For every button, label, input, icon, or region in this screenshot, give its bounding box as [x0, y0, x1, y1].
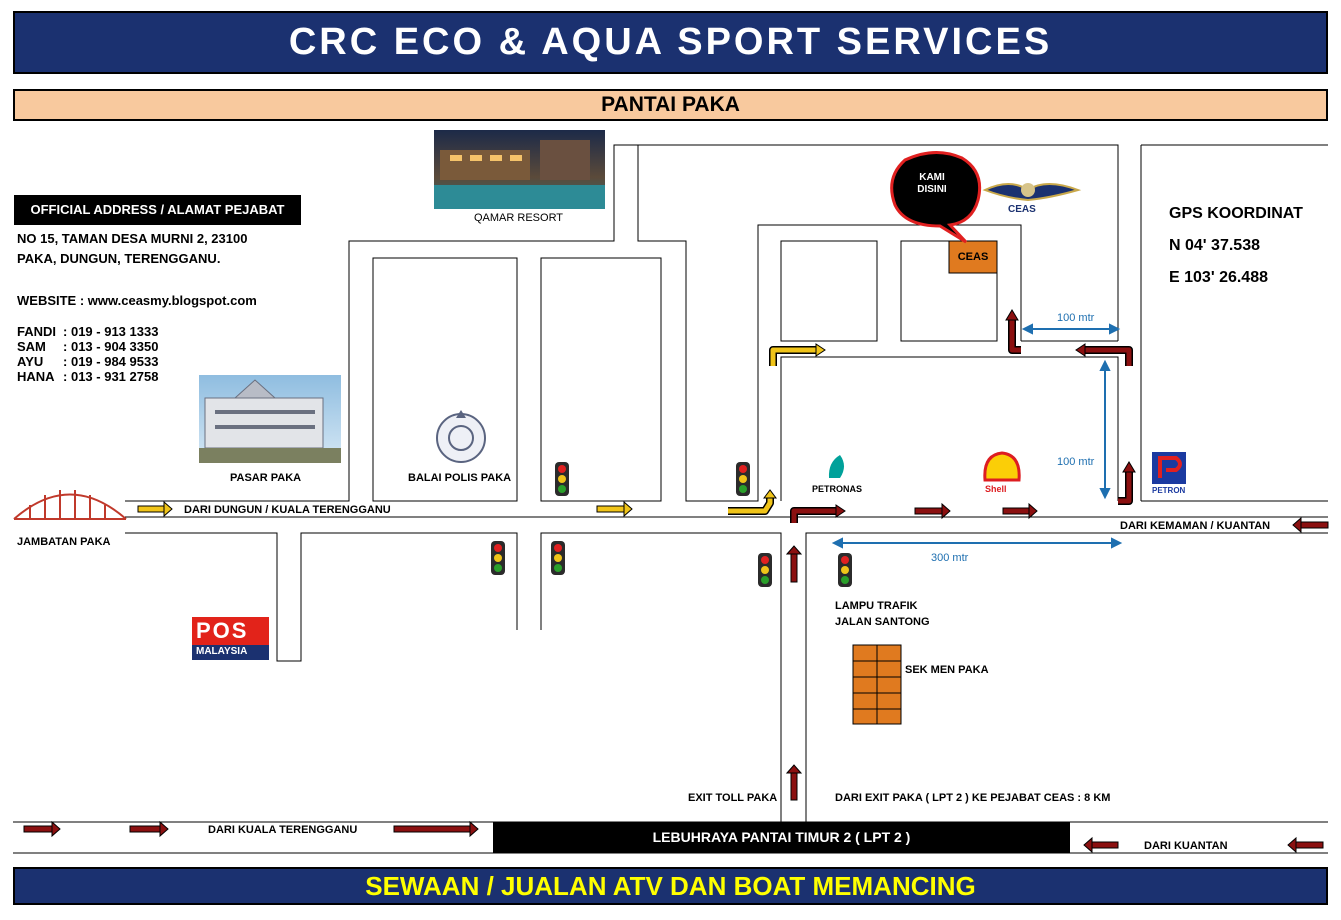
direction-arrow: [393, 820, 479, 838]
arrow-head: [815, 343, 826, 357]
kami-disini-bubble: [890, 151, 982, 244]
gps-east: E 103' 26.488: [1169, 269, 1268, 286]
turn-arrow: [1008, 318, 1021, 354]
ceas-logo-label: CEAS: [1008, 204, 1036, 215]
direction-arrow: [23, 820, 61, 838]
contact-row: AYU: 019 - 984 9533: [17, 354, 159, 369]
contact-row: FANDI: 019 - 913 1333: [17, 324, 159, 339]
distance-label-1: 100 mtr: [1057, 312, 1095, 324]
contact-list: FANDI: 019 - 913 1333 SAM: 013 - 904 335…: [17, 324, 158, 384]
balai-polis-label: BALAI POLIS PAKA: [408, 472, 512, 484]
dari-dungun-label: DARI DUNGUN / KUALA TERENGGANU: [184, 504, 391, 516]
direction-arrow: [1292, 516, 1329, 534]
ceas-office-label: CEAS: [957, 251, 989, 263]
pasar-paka-photo: [199, 375, 341, 463]
pos-malaysia-label: MALAYSIA: [196, 646, 248, 657]
shell-label: Shell: [985, 484, 1007, 494]
direction-arrow: [785, 545, 803, 583]
distance-markers: [831, 323, 1123, 549]
address-line-2: PAKA, DUNGUN, TERENGGANU.: [17, 251, 221, 266]
traffic-light-icon: [838, 553, 852, 587]
turn-arrow: [728, 497, 774, 515]
traffic-light-icon: [551, 541, 565, 575]
direction-arrow: [1083, 836, 1119, 854]
dari-kemaman-label: DARI KEMAMAN / KUANTAN: [1120, 520, 1271, 532]
turn-arrow: [790, 507, 838, 523]
dari-kt-label: DARI KUALA TERENGGANU: [208, 824, 358, 836]
direction-arrow: [1287, 836, 1324, 854]
ceas-wings-icon: [982, 183, 1082, 202]
traffic-light-icon: [736, 462, 750, 496]
page-title: CRC ECO & AQUA SPORT SERVICES: [13, 11, 1328, 74]
website-link[interactable]: WEBSITE : www.ceasmy.blogspot.com: [17, 293, 257, 308]
traffic-light-icon: [491, 541, 505, 575]
arrow-head: [1075, 343, 1086, 357]
police-badge-icon: [436, 410, 486, 463]
pasar-paka-label: PASAR PAKA: [230, 472, 302, 484]
direction-arrow: [137, 500, 173, 518]
jambatan-paka-label: JAMBATAN PAKA: [17, 536, 111, 548]
petron-label: PETRON: [1152, 486, 1186, 495]
sek-men-paka-building: [852, 644, 902, 725]
dari-kuantan-label: DARI KUANTAN: [1144, 840, 1228, 852]
address-line-1: NO 15, TAMAN DESA MURNI 2, 23100: [17, 231, 248, 246]
arrow-head: [1005, 309, 1019, 321]
traffic-light-icon: [758, 553, 772, 587]
road-network: [13, 144, 1328, 854]
kami-disini-label: KAMI DISINI: [917, 172, 947, 195]
gps-north: N 04' 37.538: [1169, 237, 1260, 254]
arrow-head: [1122, 461, 1136, 473]
arrow-head: [835, 504, 846, 518]
petronas-icon: [828, 455, 844, 478]
lpt2-label: LEBUHRAYA PANTAI TIMUR 2 ( LPT 2 ): [652, 829, 911, 845]
direction-arrow: [596, 500, 633, 518]
lpt2-bar: [493, 822, 1070, 853]
traffic-light-icon: [555, 462, 569, 496]
turn-arrow: [1084, 346, 1133, 366]
turn-arrow: [769, 346, 818, 366]
pos-label: POS: [196, 618, 249, 643]
distance-label-2: 100 mtr: [1057, 456, 1095, 468]
dari-exit-label: DARI EXIT PAKA ( LPT 2 ) KE PEJABAT CEAS…: [835, 792, 1111, 804]
petron-icon: [1152, 452, 1186, 484]
qamar-resort-photo: [434, 130, 605, 209]
lampu-trafik-label: LAMPU TRAFIK: [835, 600, 918, 612]
direction-arrow: [129, 820, 169, 838]
sek-men-paka-label: SEK MEN PAKA: [905, 664, 989, 676]
direction-arrow: [914, 502, 951, 520]
distance-label-3: 300 mtr: [931, 552, 969, 564]
office-heading: OFFICIAL ADDRESS / ALAMAT PEJABAT: [30, 202, 285, 217]
contact-row: SAM: 013 - 904 3350: [17, 339, 159, 354]
arrow-head: [763, 489, 777, 499]
turn-arrow: [1118, 470, 1133, 505]
direction-arrow: [785, 764, 803, 801]
contact-row: HANA: 013 - 931 2758: [17, 369, 159, 384]
petronas-label: PETRONAS: [812, 484, 863, 494]
ceas-office-marker: [948, 240, 998, 274]
office-heading-box: OFFICIAL ADDRESS / ALAMAT PEJABAT: [14, 195, 301, 225]
pos-malaysia-icon: [192, 617, 269, 660]
qamar-resort-label: QAMAR RESORT: [474, 212, 564, 224]
gps-title: GPS KOORDINAT: [1169, 205, 1303, 222]
direction-arrow: [1002, 502, 1038, 520]
location-subtitle: PANTAI PAKA: [13, 89, 1328, 121]
shell-icon: [983, 451, 1021, 482]
exit-toll-label: EXIT TOLL PAKA: [688, 792, 778, 804]
services-footer: SEWAAN / JUALAN ATV DAN BOAT MEMANCING: [13, 867, 1328, 905]
jalan-santong-label: JALAN SANTONG: [835, 616, 930, 628]
bridge-icon: [13, 490, 127, 520]
